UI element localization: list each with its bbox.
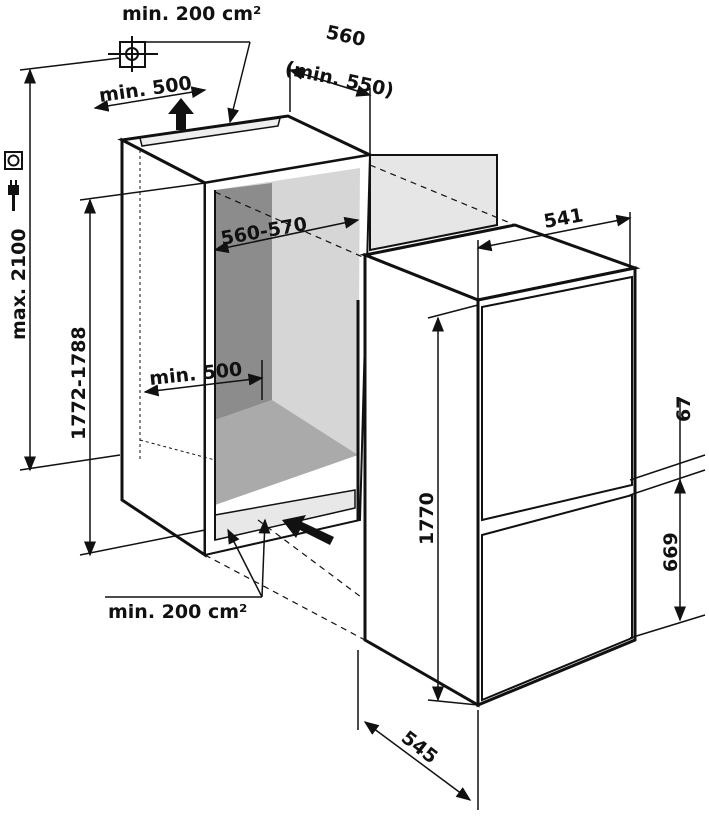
label-niche-height: 1772-1788 (68, 326, 90, 440)
inflow-arrow-icon (282, 515, 334, 545)
airflow-arrow-icon (168, 98, 194, 130)
label-vent-bottom: min. 200 cm² (108, 601, 247, 623)
label-door-gap: 67 (673, 396, 695, 422)
niche-cabinet (117, 114, 375, 558)
label-max-height: max. 2100 (8, 228, 30, 340)
label-niche-depth-min: (min. 550) (283, 57, 396, 102)
top-vent (139, 117, 281, 147)
label-lower-door: 669 (660, 532, 682, 572)
upper-door (481, 275, 633, 522)
label-vent-top: min. 200 cm² (122, 3, 261, 25)
label-appliance-height: 1770 (416, 492, 438, 545)
ceiling-outlet-icon (108, 36, 158, 72)
socket-icon (4, 151, 23, 170)
dimension-lines (19, 41, 706, 810)
fridge-appliance (356, 223, 641, 708)
plug-icon (8, 180, 19, 211)
label-niche-depth: 560 (324, 21, 367, 51)
